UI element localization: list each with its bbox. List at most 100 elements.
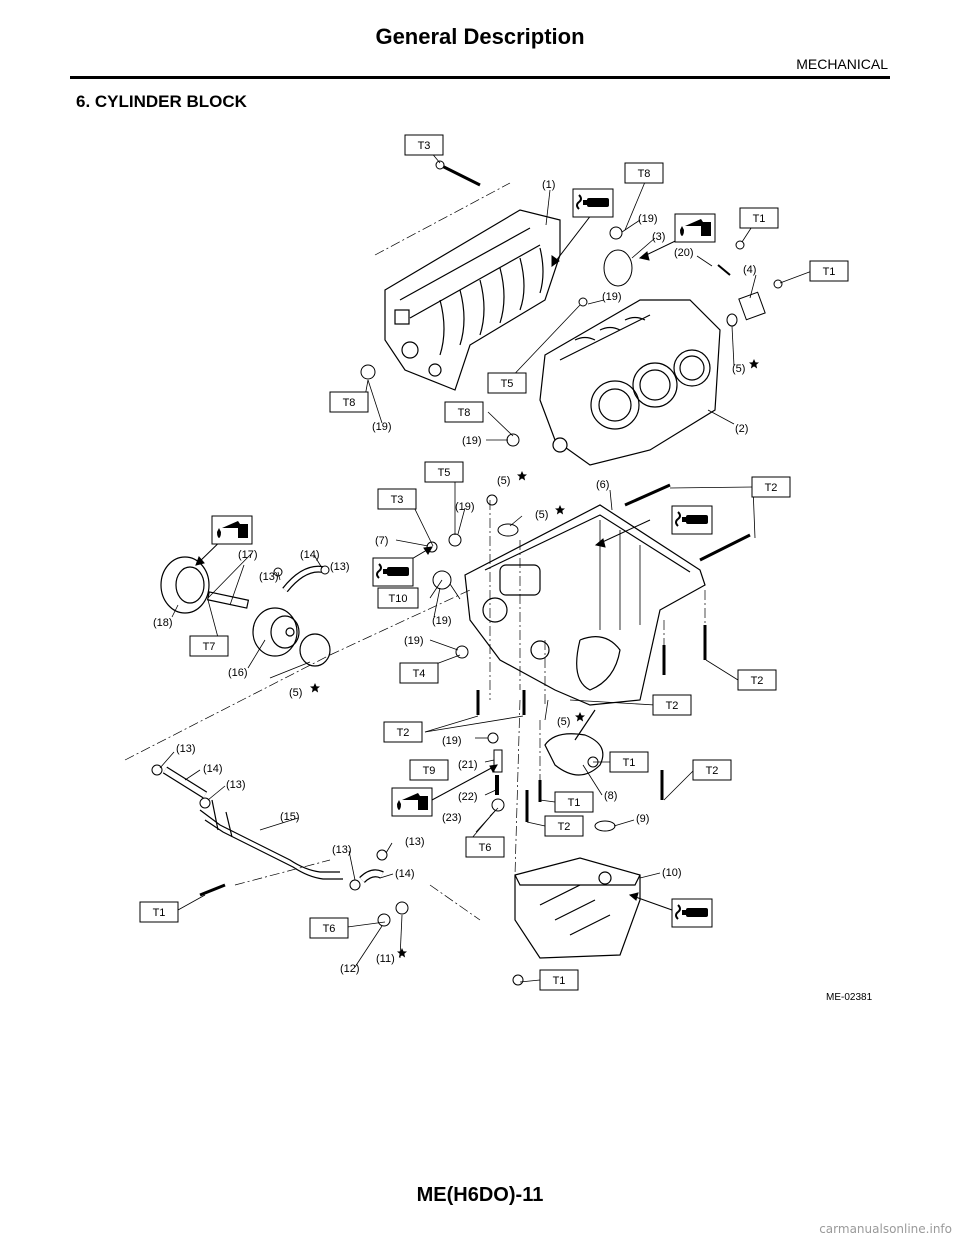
svg-text:T4: T4 [413, 668, 426, 680]
svg-text:T8: T8 [458, 407, 471, 419]
svg-text:T1: T1 [623, 757, 636, 769]
svg-text:T2: T2 [397, 727, 410, 739]
callout-23: (23) [442, 812, 462, 824]
star-replace-icon [749, 359, 759, 369]
callout-19: (19) [462, 435, 482, 447]
callout-19: (19) [638, 213, 658, 225]
torque-box-t7: T7 [189, 635, 229, 657]
torque-box-t2e: T2 [692, 759, 732, 781]
svg-text:T8: T8 [343, 397, 356, 409]
star-replace-icon [397, 948, 407, 958]
torque-box-t8c: T8 [444, 401, 484, 423]
o-ring [299, 633, 331, 667]
cylinder-block-lh [384, 209, 561, 391]
callout-5: (5) [557, 716, 570, 728]
torque-box-t2d: T2 [383, 721, 423, 743]
svg-text:T7: T7 [203, 641, 216, 653]
callout-19: (19) [404, 635, 424, 647]
callout-14: (14) [300, 549, 320, 561]
torque-box-t4: T4 [399, 662, 439, 684]
star-replace-icon [310, 683, 320, 693]
callout-18: (18) [153, 617, 173, 629]
svg-text:T2: T2 [706, 765, 719, 777]
torque-box-t5b: T5 [424, 461, 464, 483]
section-name: MECHANICAL [796, 56, 888, 72]
cylinder-block-rh [539, 299, 721, 466]
callout-14: (14) [395, 868, 415, 880]
svg-text:T1: T1 [553, 975, 566, 987]
torque-box-t9: T9 [409, 759, 449, 781]
sealant-tube-icon [671, 505, 713, 535]
svg-text:T1: T1 [823, 266, 836, 278]
header-rule [70, 76, 890, 79]
torque-box-t1a: T1 [739, 207, 779, 229]
svg-text:T2: T2 [765, 482, 778, 494]
union-bolt [206, 591, 250, 609]
watermark: carmanualsonline.info [819, 1222, 952, 1236]
torque-box-t5a: T5 [487, 372, 527, 394]
oil-can-icon [674, 213, 716, 243]
oil-pan-lower [514, 857, 641, 959]
callout-11: (11) [376, 953, 395, 965]
torque-box-t3b: T3 [377, 488, 417, 510]
callout-9: (9) [636, 813, 649, 825]
callout-2: (2) [735, 423, 748, 435]
svg-text:T1: T1 [753, 213, 766, 225]
torque-box-t2c: T2 [652, 694, 692, 716]
torque-box-t8b: T8 [329, 391, 369, 413]
torque-box-t3a: T3 [404, 134, 444, 156]
torque-box-t10: T10 [377, 587, 419, 609]
torque-box-t1c: T1 [609, 751, 649, 773]
callout-10: (10) [662, 867, 682, 879]
torque-box-t6b: T6 [309, 917, 349, 939]
oil-cooler [252, 607, 300, 657]
torque-box-t2b: T2 [737, 669, 777, 691]
page-footer: ME(H6DO)-11 [416, 1184, 544, 1206]
callout-13: (13) [405, 836, 425, 848]
leader-lines [159, 144, 813, 983]
page-title: General Description [375, 24, 585, 49]
callout-5: (5) [497, 475, 510, 487]
callout-19: (19) [602, 291, 622, 303]
callout-19: (19) [455, 501, 475, 513]
callout-13: (13) [332, 844, 352, 856]
svg-text:T6: T6 [323, 923, 336, 935]
callout-19: (19) [432, 615, 452, 627]
callout-13: (13) [226, 779, 246, 791]
oil-pan-upper [464, 504, 706, 706]
star-replace-icon [555, 505, 565, 515]
svg-text:T3: T3 [418, 140, 431, 152]
callout-8: (8) [604, 790, 617, 802]
callout-14: (14) [203, 763, 223, 775]
callout-5: (5) [289, 687, 302, 699]
svg-text:T3: T3 [391, 494, 404, 506]
sealant-tube-icon [572, 188, 614, 218]
svg-text:T5: T5 [501, 378, 514, 390]
svg-text:T8: T8 [638, 168, 651, 180]
oil-can-icon [391, 787, 433, 817]
callout-21: (21) [458, 759, 478, 771]
oil-can-icon [211, 515, 253, 545]
svg-text:T2: T2 [751, 675, 764, 687]
figure-code: ME-02381 [826, 992, 873, 1003]
callout-3: (3) [652, 231, 665, 243]
callout-20: (20) [674, 247, 694, 259]
callout-7: (7) [375, 535, 388, 547]
torque-box-t2f: T2 [544, 815, 584, 837]
callout-16: (16) [228, 667, 248, 679]
callout-19: (19) [372, 421, 392, 433]
sealant-tube-icon [372, 557, 414, 587]
water-pipe [199, 799, 343, 880]
callout-13: (13) [259, 571, 279, 583]
callout-5: (5) [535, 509, 548, 521]
callout-19: (19) [442, 735, 462, 747]
callout-13: (13) [330, 561, 350, 573]
svg-text:T2: T2 [558, 821, 571, 833]
svg-text:T10: T10 [389, 593, 408, 605]
callout-5: (5) [732, 363, 745, 375]
callout-15: (15) [280, 811, 300, 823]
torque-box-t1e: T1 [139, 901, 179, 923]
oil-filter [160, 556, 210, 614]
section-heading: 6. CYLINDER BLOCK [76, 92, 247, 111]
